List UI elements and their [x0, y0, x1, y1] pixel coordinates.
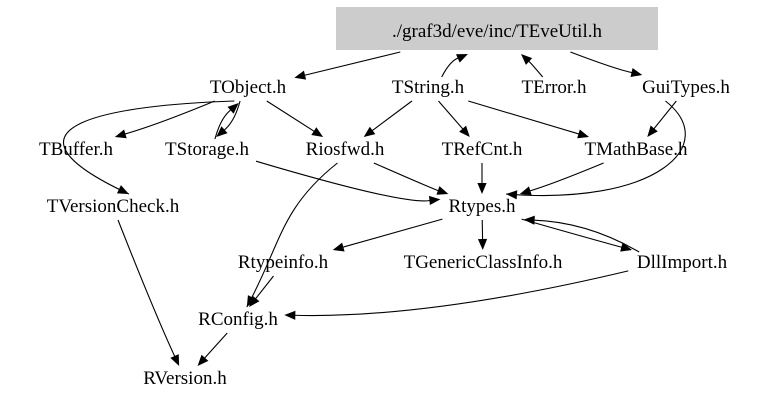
edge-tstring-to-teveutil [441, 57, 460, 78]
graph-node-riosfwd[interactable]: Riosfwd.h [306, 139, 385, 160]
edge-arrowhead [216, 126, 228, 137]
edge-guitypes-to-rtypes [505, 100, 686, 196]
edge-riosfwd-to-rtypes [373, 162, 441, 192]
edge-arrowhead [620, 242, 632, 252]
edge-arrowhead [455, 54, 468, 63]
edge-tmathbase-to-rtypes [528, 162, 604, 192]
graph-node-terror[interactable]: TError.h [522, 77, 587, 98]
edge-terror-to-teveutil [527, 59, 544, 78]
graph-node-rversion[interactable]: RVersion.h [143, 368, 227, 389]
edge-tobject-to-tversioncheck [63, 100, 235, 195]
edge-arrowhead [523, 215, 535, 225]
edge-dllimport-to-rtypes [532, 219, 640, 253]
graph-node-rconfig[interactable]: RConfig.h [198, 309, 278, 330]
edge-rtypes-to-rtypeinfo [341, 218, 443, 249]
edge-tstring-to-tmathbase [468, 100, 581, 135]
edge-tversioncheck-to-rversion [117, 219, 176, 359]
edge-tstorage-to-tobject [214, 108, 233, 140]
edge-arrowhead [577, 129, 590, 139]
edge-arrowhead [284, 310, 296, 320]
graph-node-tmathbase[interactable]: TMathBase.h [585, 139, 688, 160]
edge-arrowhead [363, 126, 376, 137]
edges-layer [63, 51, 686, 366]
graph-node-tbuffer[interactable]: TBuffer.h [39, 139, 114, 160]
edge-arrowhead [294, 70, 307, 80]
graph-node-rtypes[interactable]: Rtypes.h [448, 196, 516, 217]
edge-guitypes-to-tmathbase [652, 100, 677, 131]
edge-teveutil-to-tobject [302, 51, 401, 77]
edge-tobject-to-tbuffer [123, 100, 215, 135]
graph-node-teveutil[interactable]: ./graf3d/eve/inc/TEveUtil.h [392, 21, 602, 42]
edge-arrowhead [114, 129, 127, 139]
graph-node-tgenericclassinfo[interactable]: TGenericClassInfo.h [404, 252, 563, 273]
edge-rconfig-to-rversion [203, 332, 228, 360]
graph-node-tobject[interactable]: TObject.h [210, 77, 287, 98]
edge-arrowhead [459, 125, 470, 137]
graph-node-guitypes[interactable]: GuiTypes.h [642, 77, 730, 98]
edge-arrowhead [519, 186, 532, 196]
edge-rtypes-to-dllimport [521, 218, 624, 249]
edge-arrowhead [116, 185, 129, 194]
graph-node-dllimport[interactable]: DllImport.h [637, 252, 728, 273]
edge-arrowhead [506, 190, 518, 200]
edge-arrowhead [428, 195, 441, 206]
edge-tobject-to-tstorage [222, 100, 241, 132]
edge-arrowhead [170, 354, 180, 366]
edge-arrowhead [227, 103, 239, 114]
edge-rtypeinfo-to-rconfig [254, 275, 274, 301]
edge-arrowhead [647, 125, 658, 137]
edge-teveutil-to-guitypes [570, 51, 634, 74]
graph-node-tstring[interactable]: TString.h [392, 77, 465, 98]
edge-dllimport-to-rconfig [293, 270, 629, 317]
edge-arrowhead [630, 68, 643, 77]
graph-node-trefcnt[interactable]: TRefCnt.h [442, 139, 523, 160]
graph-node-tversioncheck[interactable]: TVersionCheck.h [47, 196, 180, 217]
edge-arrowhead [521, 54, 533, 65]
edge-tobject-to-riosfwd [266, 100, 316, 133]
edge-arrowhead [311, 127, 324, 137]
edge-riosfwd-to-rconfig [246, 162, 338, 308]
edge-tstorage-to-rtypes [255, 160, 432, 202]
edge-arrowhead [477, 183, 487, 194]
edge-arrowhead [436, 186, 449, 195]
edge-arrowhead [197, 354, 209, 366]
edge-tstring-to-riosfwd [370, 100, 413, 133]
edge-arrowhead [249, 295, 260, 307]
edge-arrowhead [332, 242, 345, 252]
graph-node-tstorage[interactable]: TStorage.h [165, 139, 249, 160]
edge-tstring-to-trefcnt [438, 100, 465, 131]
graph-node-rtypeinfo[interactable]: Rtypeinfo.h [238, 252, 329, 273]
edge-arrowhead [477, 238, 488, 250]
root-node-box [336, 7, 658, 50]
